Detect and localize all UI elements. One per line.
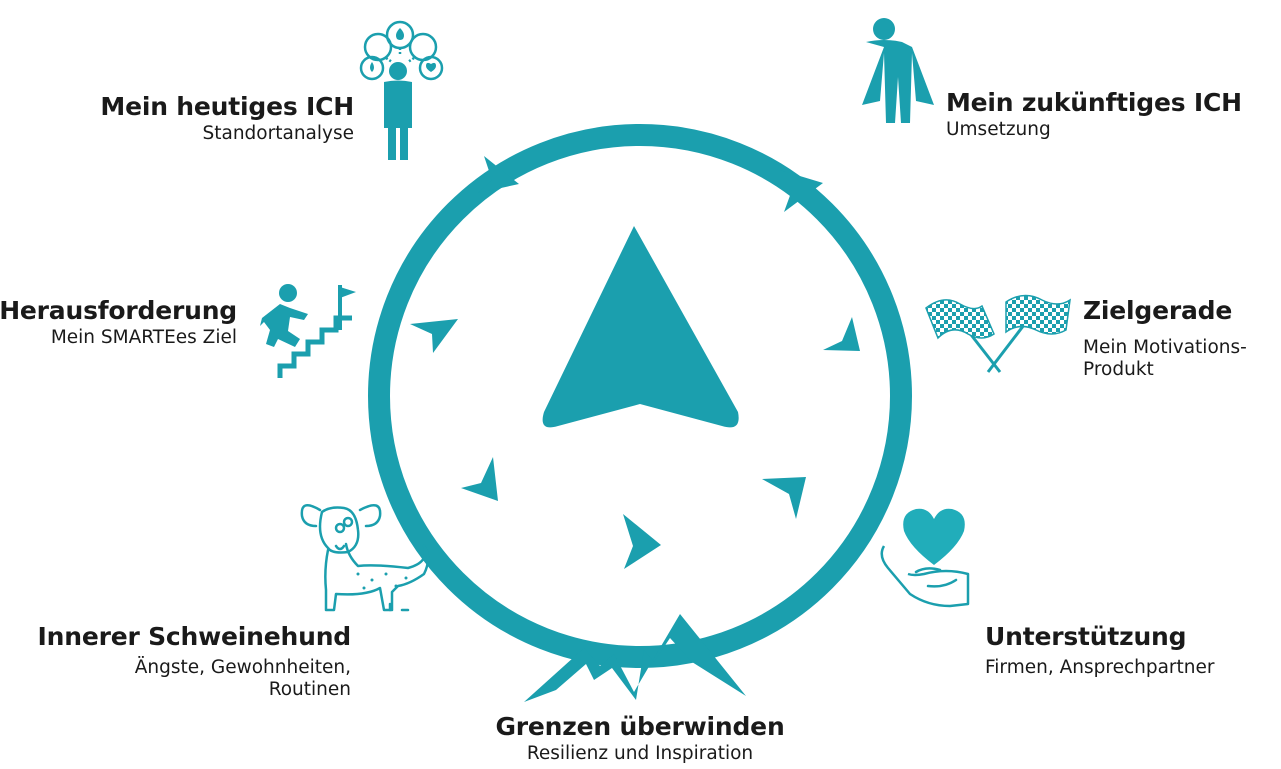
compass-ring xyxy=(368,124,912,668)
compass-arrow-icon xyxy=(542,226,739,428)
thinking-person-icon xyxy=(359,20,444,160)
station-subtitle: Umsetzung xyxy=(946,118,1051,140)
station-subtitle: Firmen, Ansprechpartner xyxy=(985,656,1215,678)
station-subtitle: Resilienz und Inspiration xyxy=(526,742,754,764)
station-title: Innerer Schweinehund xyxy=(37,622,352,651)
marker-icon xyxy=(780,170,823,212)
direction-markers xyxy=(410,156,860,569)
station-herausforderung: Herausforderung Mein SMARTEes Ziel xyxy=(0,296,237,349)
station-subtitle-line2: Routinen xyxy=(268,679,351,701)
marker-icon xyxy=(823,317,860,351)
station-heutiges-ich: Mein heutiges ICH Standortanalyse xyxy=(100,92,354,145)
dog-icon xyxy=(300,503,430,612)
station-subtitle: Standortanalyse xyxy=(202,122,355,144)
marker-icon xyxy=(762,477,806,519)
mountains-icon xyxy=(524,614,746,702)
stairs-flag-icon xyxy=(260,284,356,378)
station-title: Mein zukünftiges ICH xyxy=(946,88,1242,117)
station-subtitle: Ängste, Gewohnheiten, xyxy=(134,656,351,678)
station-subtitle: Mein Motivations- xyxy=(1083,336,1247,358)
station-grenzen: Grenzen überwinden Resilienz und Inspira… xyxy=(440,712,840,765)
station-title: Unterstützung xyxy=(985,622,1187,651)
station-subtitle: Mein SMARTEes Ziel xyxy=(50,326,237,348)
station-title: Mein heutiges ICH xyxy=(100,92,354,121)
station-title: Grenzen überwinden xyxy=(495,712,785,741)
marker-icon xyxy=(478,156,519,193)
marker-icon xyxy=(461,457,498,501)
heart-hand-icon xyxy=(880,508,970,608)
station-title: Herausforderung xyxy=(0,296,237,325)
marker-icon xyxy=(623,514,661,569)
station-title: Zielgerade xyxy=(1083,296,1233,325)
station-schweinehund: Innerer Schweinehund Ängste, Gewohnheite… xyxy=(37,622,352,702)
checkered-flags-icon xyxy=(925,294,1071,373)
superhero-icon xyxy=(862,18,934,123)
marker-icon xyxy=(410,319,458,353)
station-zielgerade: Zielgerade Mein Motivations- Produkt xyxy=(1083,296,1247,382)
station-subtitle-line2: Produkt xyxy=(1083,359,1154,381)
station-zukuenftiges-ich: Mein zukünftiges ICH Umsetzung xyxy=(946,88,1242,141)
station-unterstuetzung: Unterstützung Firmen, Ansprechpartner xyxy=(985,622,1215,679)
